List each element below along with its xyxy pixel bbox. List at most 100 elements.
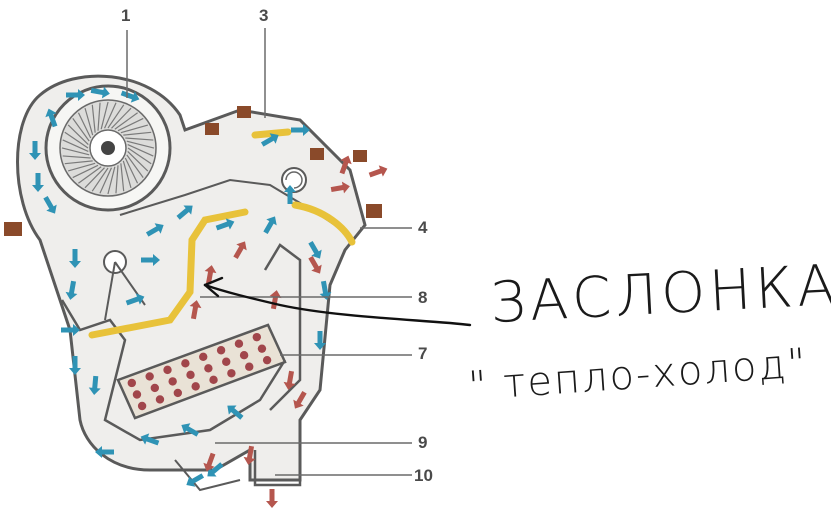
inner-duct-left <box>60 299 287 442</box>
airflow-arrow <box>141 254 160 266</box>
callout-10: 10 <box>414 466 433 485</box>
fan-blade <box>123 131 152 136</box>
airflow-arrow-icon <box>29 86 332 487</box>
airflow-arrow <box>66 89 85 101</box>
core-tube <box>239 351 249 360</box>
fan-blade <box>126 140 155 149</box>
airflow-arrow <box>330 181 350 194</box>
core-tube <box>155 395 165 404</box>
core-tube <box>132 390 142 399</box>
fan-blade <box>126 154 144 178</box>
airflow-arrow <box>145 223 164 237</box>
core-tube <box>222 357 231 366</box>
core-tube <box>252 332 262 342</box>
airflow-arrow <box>140 433 160 446</box>
fan-blade <box>67 162 96 172</box>
upper-flap-right <box>291 201 356 246</box>
airflow-arrow <box>69 356 81 375</box>
outlet-duct <box>253 450 302 487</box>
fan-blade <box>125 137 154 141</box>
fan-blade <box>64 160 93 165</box>
lower-outlet <box>174 459 241 492</box>
fan-blade <box>115 165 119 194</box>
core-tube <box>262 355 272 365</box>
core-tube <box>181 359 190 368</box>
fan-blade <box>64 131 89 149</box>
airflow-arrow <box>269 290 282 310</box>
core-tube <box>209 375 218 385</box>
core-tube <box>150 383 160 393</box>
core-tube <box>257 344 267 353</box>
heater-core-icon <box>116 323 287 420</box>
core-tube <box>191 382 200 391</box>
core-tube <box>234 339 244 348</box>
fan-blade <box>62 139 89 153</box>
core-tube <box>204 364 213 373</box>
fan-blade <box>103 102 117 129</box>
core-tube <box>145 372 154 381</box>
fan-blade <box>127 143 154 157</box>
airflow-arrow <box>215 218 235 231</box>
airflow-arrow <box>43 195 57 214</box>
airflow-arrow <box>186 473 205 487</box>
airflow-arrow <box>227 405 244 420</box>
airflow-arrow <box>32 173 44 192</box>
airflow-arrow <box>260 133 279 147</box>
fan-blade <box>107 104 125 129</box>
core-tube <box>216 346 226 355</box>
fan-blade <box>84 167 105 189</box>
fan-blade <box>84 107 94 136</box>
fan-blade <box>78 166 102 184</box>
fan-blade <box>127 151 149 172</box>
core-tube <box>173 388 183 398</box>
airflow-arrow <box>45 108 58 128</box>
airflow-arrow <box>291 124 310 136</box>
core-tube <box>137 401 147 411</box>
callout-7: 7 <box>418 344 428 363</box>
airflow-arrow <box>283 370 296 390</box>
fan-blade <box>100 101 109 130</box>
airflow-arrow <box>368 165 388 178</box>
upper-flap-top <box>251 128 292 139</box>
fan-blade <box>91 167 109 192</box>
airflow-arrow <box>243 445 256 465</box>
flap-pivot <box>103 167 307 321</box>
fan-blade <box>72 118 90 142</box>
fan-blade <box>67 124 89 145</box>
airflow-arrow <box>95 446 114 458</box>
airflow-arrow <box>29 141 41 160</box>
callout-8: 8 <box>418 288 428 307</box>
airflow-arrow <box>90 86 110 99</box>
airflow-arrow <box>314 331 326 350</box>
fan-blade <box>124 157 139 184</box>
callout-1: 1 <box>121 6 131 25</box>
core-tube <box>163 365 172 375</box>
airflow-arrow <box>69 249 81 268</box>
airflow-arrow <box>207 462 224 477</box>
fan-blade <box>61 147 90 156</box>
callout-3: 3 <box>259 6 269 25</box>
fan-blade <box>77 112 92 139</box>
airflow-arrow <box>319 280 332 300</box>
airflow-arrow <box>204 265 217 285</box>
fan-blade <box>120 163 125 192</box>
core-tube <box>227 369 236 378</box>
airflow-arrow <box>181 423 200 437</box>
core-tube <box>186 370 195 380</box>
flap-icon <box>88 128 356 339</box>
airflow-arrow <box>284 185 296 204</box>
core-tube <box>199 352 208 361</box>
fan-blade <box>91 104 96 133</box>
airflow-arrow-icon <box>189 155 388 508</box>
fan-blade <box>62 155 91 159</box>
airflow-arrow <box>120 90 140 103</box>
airflow-arrow <box>339 155 352 175</box>
inner-duct-right <box>263 243 302 411</box>
core-tube <box>127 378 137 388</box>
airflow-arrow <box>88 375 101 395</box>
airflow-arrow <box>233 241 247 260</box>
core-tube <box>168 377 177 386</box>
fan-blade <box>114 112 138 130</box>
callout-4: 4 <box>418 218 428 237</box>
